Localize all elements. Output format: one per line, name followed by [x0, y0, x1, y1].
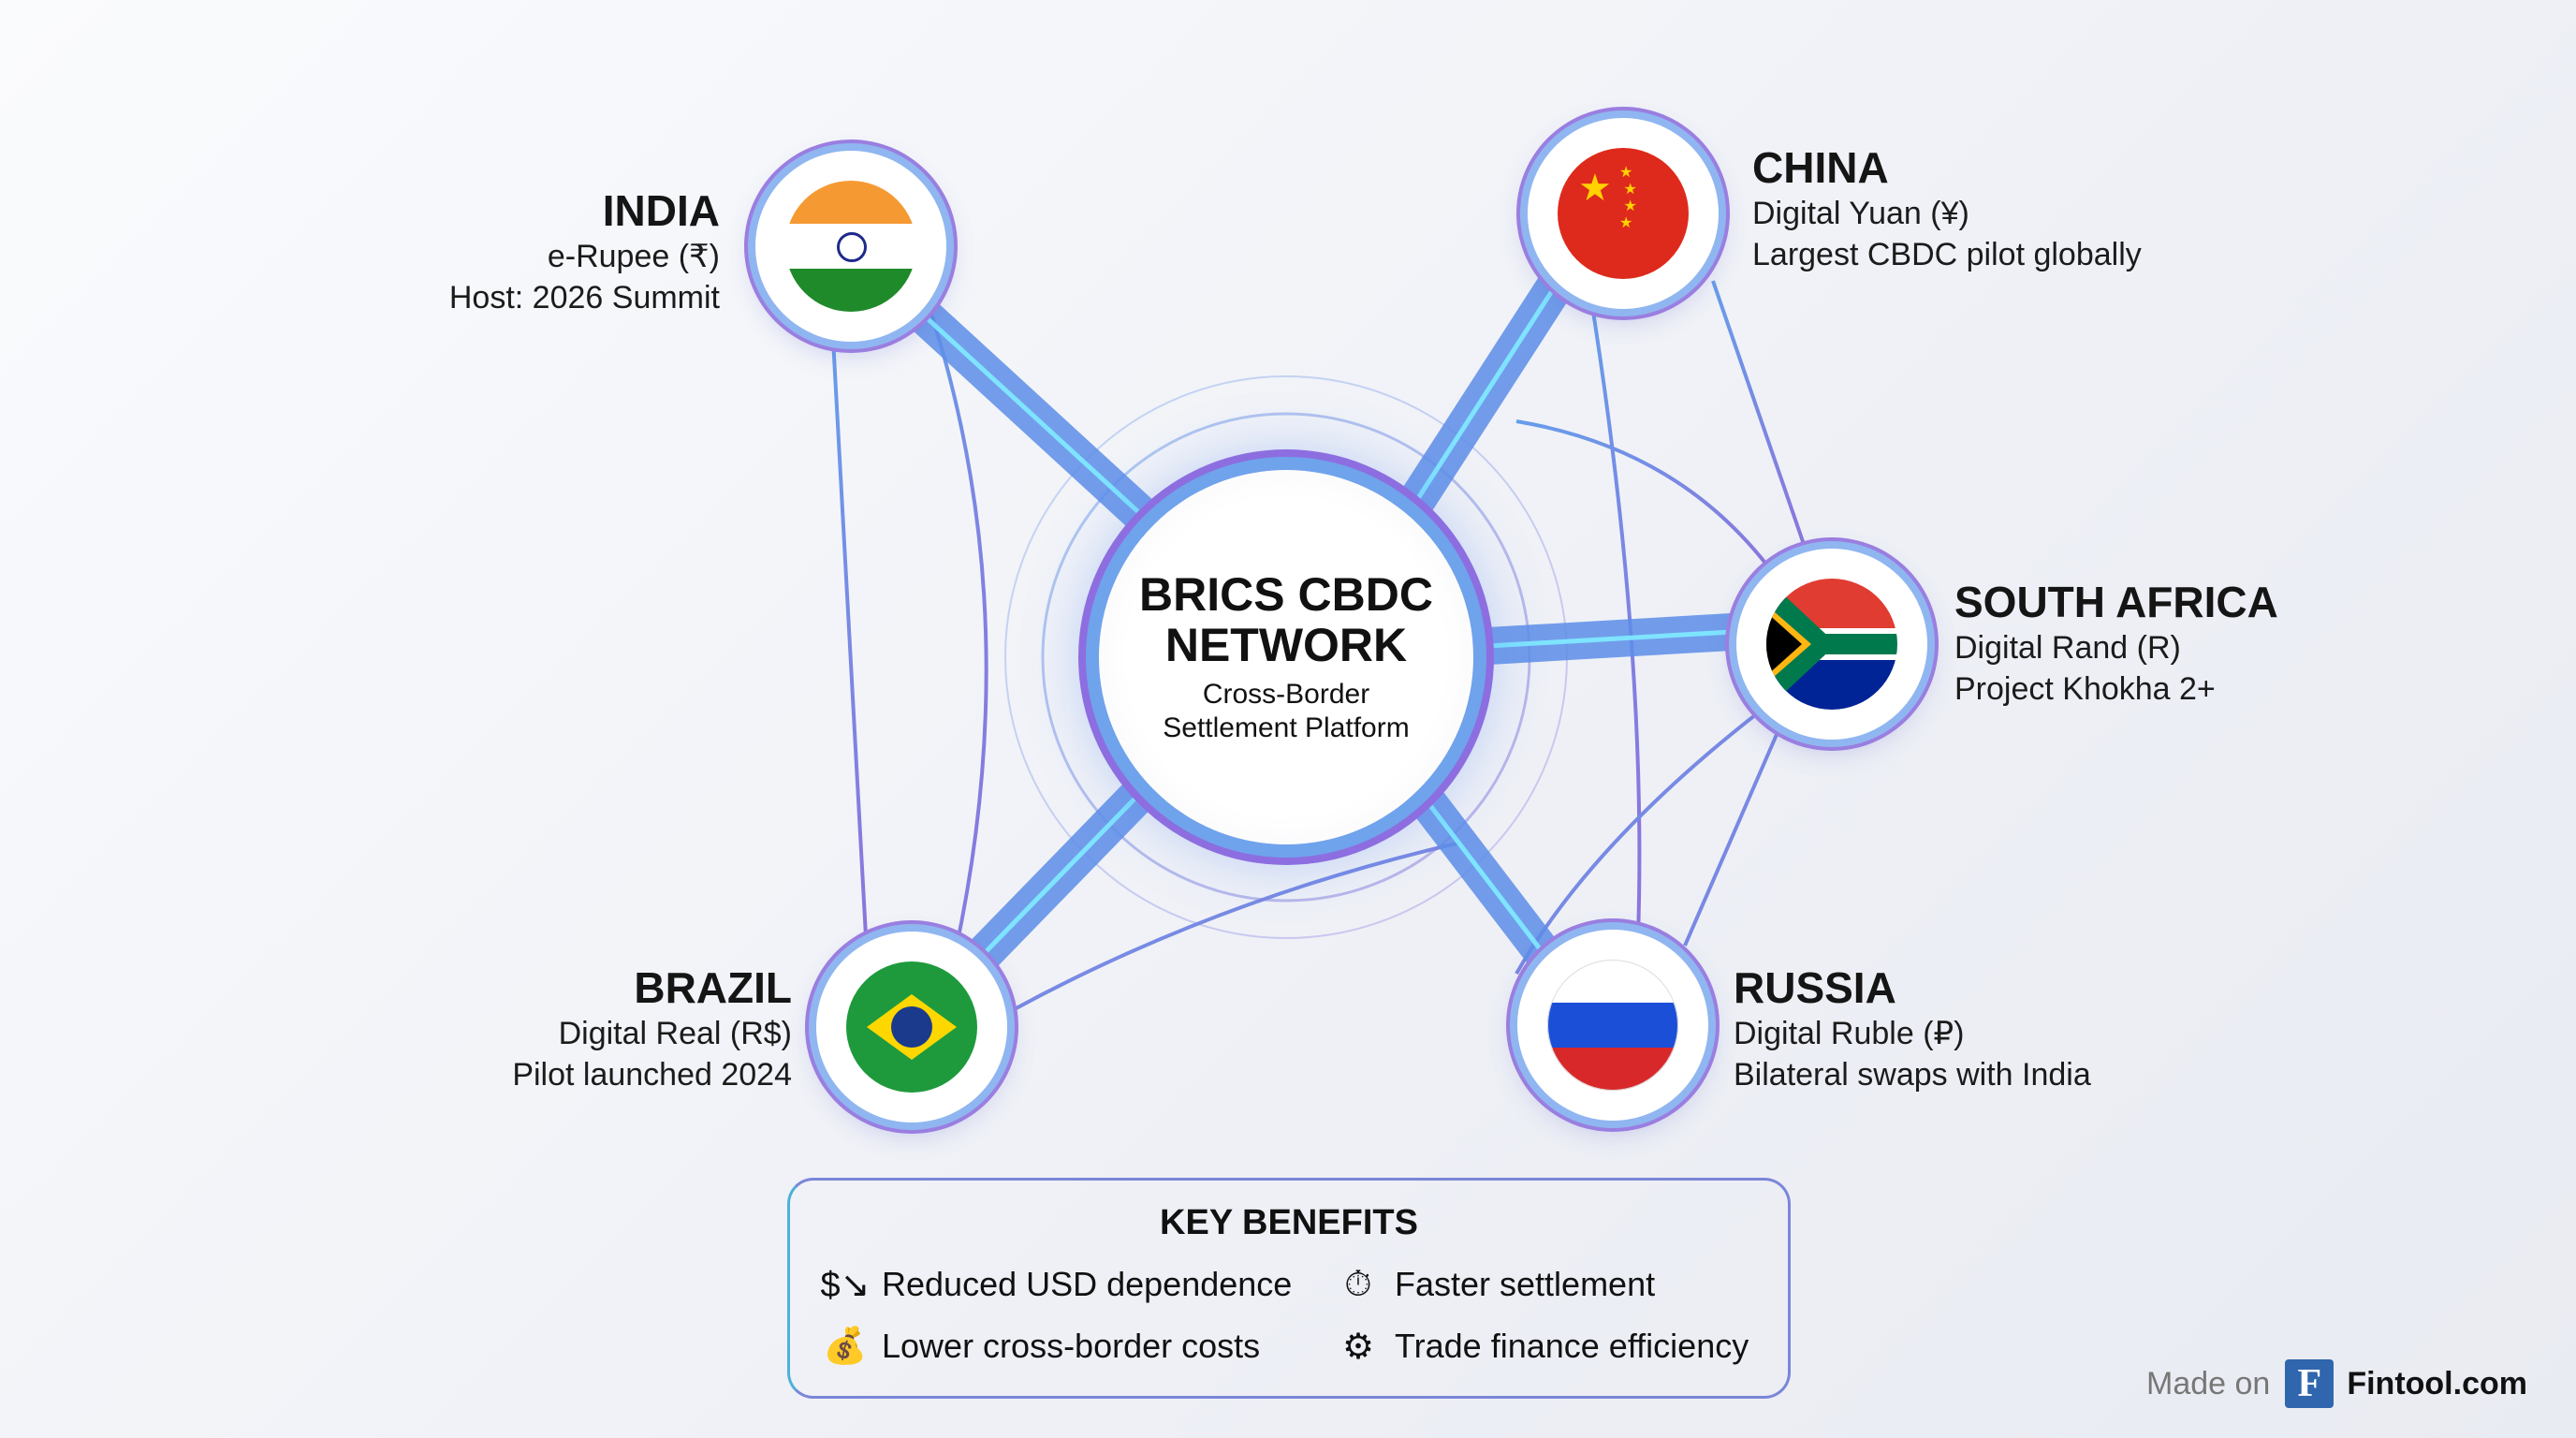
brazil-flag-icon	[846, 961, 977, 1093]
country-note: Pilot launched 2024	[512, 1057, 792, 1093]
benefit-label: Faster settlement	[1395, 1265, 1656, 1303]
country-note: Bilateral swaps with India	[1734, 1057, 2091, 1093]
money-bag-icon: 💰	[823, 1327, 868, 1366]
label-india: INDIA e-Rupee (₹) Host: 2026 Summit	[449, 185, 720, 318]
node-brazil	[816, 932, 1007, 1123]
fintool-brand-link[interactable]: Fintool.com	[2347, 1365, 2527, 1401]
country-name: SOUTH AFRICA	[1954, 578, 2278, 626]
fintool-logo-icon: F	[2285, 1359, 2334, 1408]
label-brazil: BRAZIL Digital Real (R$) Pilot launched …	[512, 962, 792, 1095]
hub-title-2: NETWORK	[1164, 619, 1408, 671]
node-india	[755, 151, 946, 342]
gears-icon: ⚙	[1341, 1327, 1375, 1367]
india-flag-icon	[785, 181, 916, 312]
key-benefits-panel: KEY BENEFITS $↘ Reduced USD dependence ⏱ F…	[787, 1178, 1791, 1399]
node-south-africa	[1736, 549, 1927, 740]
benefit-item: ⏱ Faster settlement	[1333, 1259, 1655, 1310]
made-on-text: Made on	[2146, 1365, 2271, 1401]
russia-flag-icon	[1547, 960, 1678, 1091]
hub-subtitle-1: Cross-Border	[1202, 679, 1370, 710]
country-currency: Digital Ruble (₽)	[1734, 1016, 1965, 1051]
china-flag-icon: ★★ ★ ★★	[1558, 148, 1689, 279]
country-currency: e-Rupee (₹)	[547, 239, 720, 274]
benefit-label: Reduced USD dependence	[882, 1265, 1293, 1303]
country-note: Host: 2026 Summit	[448, 280, 720, 315]
node-china: ★★ ★ ★★	[1528, 118, 1719, 309]
benefit-label: Trade finance efficiency	[1395, 1327, 1749, 1365]
key-benefits-title: KEY BENEFITS	[1160, 1203, 1418, 1242]
label-russia: RUSSIA Digital Ruble (₽) Bilateral swaps…	[1734, 962, 2091, 1095]
dollar-down-icon: $↘	[820, 1265, 871, 1305]
benefit-item: ⚙ Trade finance efficiency	[1333, 1321, 1749, 1372]
hub-brics-cbdc-network: BRICS CBDC NETWORK Cross-Border Settleme…	[1099, 470, 1473, 844]
country-name: BRAZIL	[634, 963, 792, 1012]
hub-subtitle-2: Settlement Platform	[1163, 712, 1410, 743]
country-currency: Digital Real (R$)	[558, 1016, 792, 1051]
country-currency: Digital Yuan (¥)	[1752, 196, 1969, 231]
label-south-africa: SOUTH AFRICA Digital Rand (R) Project Kh…	[1954, 577, 2278, 710]
country-note: Largest CBDC pilot globally	[1752, 237, 2142, 272]
benefit-item: 💰 Lower cross-border costs	[820, 1321, 1260, 1372]
country-name: RUSSIA	[1734, 963, 1896, 1012]
benefit-label: Lower cross-border costs	[882, 1327, 1261, 1365]
label-china: CHINA Digital Yuan (¥) Largest CBDC pilo…	[1752, 142, 2142, 275]
stopwatch-icon: ⏱	[1344, 1264, 1372, 1304]
country-note: Project Khokha 2+	[1954, 671, 2216, 707]
hub-title-1: BRICS CBDC	[1139, 568, 1433, 621]
node-russia	[1517, 930, 1708, 1121]
footer-attribution: Made on F Fintool.com	[2146, 1359, 2527, 1408]
benefit-item: $↘ Reduced USD dependence	[820, 1259, 1293, 1310]
country-name: CHINA	[1752, 143, 1889, 192]
country-currency: Digital Rand (R)	[1954, 630, 2181, 666]
south-africa-flag-icon	[1766, 579, 1897, 710]
country-name: INDIA	[602, 186, 720, 235]
